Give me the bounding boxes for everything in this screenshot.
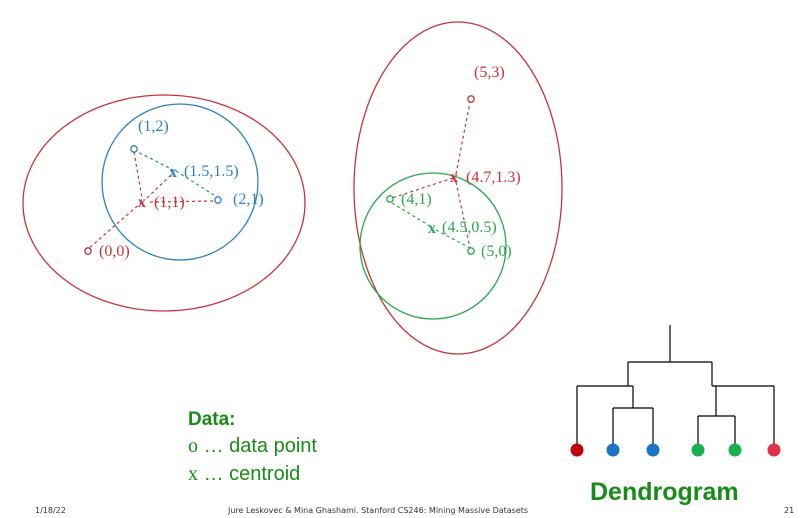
link-c4713-p50 <box>455 181 471 249</box>
dendrogram-leaves <box>570 443 781 457</box>
point-label-2-1: (2,1) <box>233 191 264 208</box>
centroid-label-1.5-1.5: (1.5,1.5) <box>184 163 239 180</box>
point-label-5-0: (5,0) <box>481 243 512 260</box>
dendrogram-leaf-2 <box>606 443 620 457</box>
dendrogram-leaf-6 <box>767 443 781 457</box>
legend-centroid-symbol: x <box>188 463 198 485</box>
footer-date: 1/18/22 <box>35 506 66 515</box>
dendrogram-title: Dendrogram <box>590 478 739 506</box>
point-label-4-1: (4,1) <box>401 191 432 208</box>
dendrogram-leaf-3 <box>646 443 660 457</box>
link-c4713-p53 <box>455 101 471 175</box>
point-marker-2-1 <box>214 196 222 204</box>
link-p41-c4505 <box>391 202 431 227</box>
footer-credit: Jure Leskovec & Mina Ghashami. Stanford … <box>228 506 529 515</box>
cluster-circle-blue <box>101 103 259 261</box>
centroid-marker-1-1: x <box>138 194 146 211</box>
dendrogram-leaf-1 <box>570 443 584 457</box>
legend-point-symbol: o <box>188 435 198 457</box>
centroid-label-4.7-1.3: (4.7,1.3) <box>466 169 521 186</box>
cluster-circle-green <box>359 172 507 320</box>
point-marker-1-2 <box>130 145 138 153</box>
legend: Data: o … data point x … centroid <box>188 408 317 488</box>
link-c4713-p41 <box>391 177 454 199</box>
dendrogram-leaf-5 <box>728 443 742 457</box>
point-marker-4-1 <box>386 195 394 203</box>
link-c11-p21 <box>149 200 215 203</box>
point-label-5-3: (5,3) <box>474 64 505 81</box>
legend-centroid-text: … centroid <box>203 463 301 485</box>
centroid-marker-1.5-1.5: x <box>169 164 177 181</box>
point-marker-0-0 <box>84 247 92 255</box>
link-c4505-p50 <box>435 229 471 249</box>
legend-point-row: o … data point <box>188 432 317 460</box>
centroid-label-4.5-0.5: (4.5,0.5) <box>442 219 497 236</box>
cluster-ellipse-left-outer <box>22 94 306 312</box>
centroid-marker-4.5-0.5: x <box>428 220 436 237</box>
point-label-0-0: (0,0) <box>99 243 130 260</box>
link-p12-c11 <box>133 151 143 199</box>
cluster-ellipse-right-outer <box>353 21 563 355</box>
centroid-label-1-1: (1,1) <box>154 194 185 211</box>
dendrogram <box>576 325 775 447</box>
legend-centroid-row: x … centroid <box>188 460 317 488</box>
legend-point-text: … data point <box>203 435 317 457</box>
dendrogram-leaf-4 <box>691 443 705 457</box>
legend-title: Data: <box>188 409 236 430</box>
point-marker-5-3 <box>467 95 475 103</box>
centroid-marker-4.7-1.3: x <box>450 169 458 186</box>
link-c1515-p21 <box>175 170 218 198</box>
point-marker-5-0 <box>467 247 475 255</box>
point-label-1-2: (1,2) <box>138 118 169 135</box>
link-p12-c1515 <box>133 149 176 172</box>
footer-page-number: 21 <box>784 506 795 515</box>
